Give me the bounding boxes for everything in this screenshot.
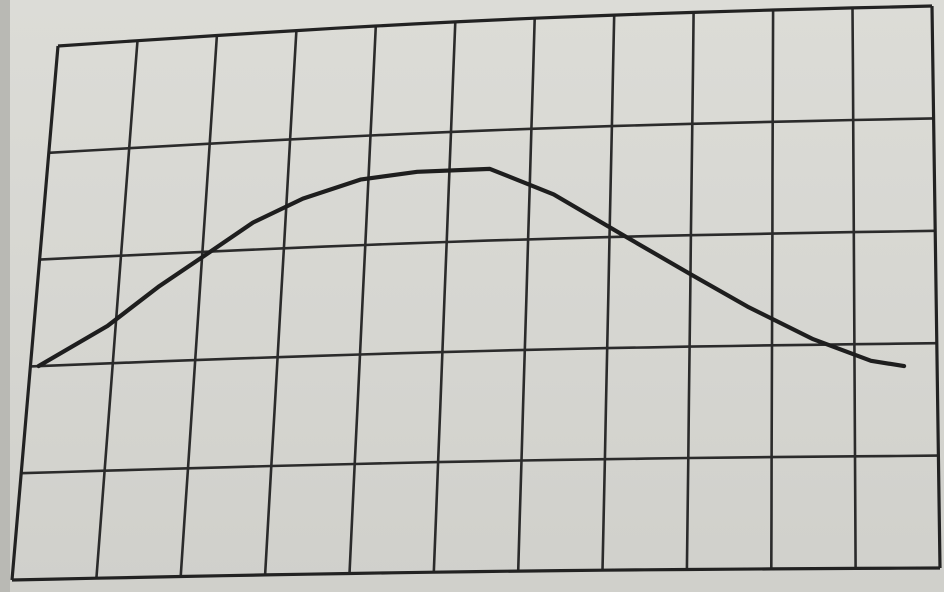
frame-bottom xyxy=(11,566,941,582)
chart-frame xyxy=(10,4,942,582)
grid-rows xyxy=(21,117,939,475)
page-edge-shadow xyxy=(0,0,10,592)
series-curve xyxy=(36,166,907,369)
grid-column-line xyxy=(263,30,298,575)
grid-column-line xyxy=(348,25,378,574)
grid-column-line xyxy=(179,35,219,577)
grid-row-line xyxy=(39,229,936,261)
grid-column-line xyxy=(769,9,775,569)
grid-row-line xyxy=(30,341,937,368)
grid-columns xyxy=(95,7,857,579)
grid-column-line xyxy=(95,40,139,579)
series-line-0 xyxy=(36,166,907,369)
frame-top xyxy=(57,4,933,48)
grid-column-line xyxy=(432,21,457,573)
grid-column-line xyxy=(685,12,695,570)
frame-right xyxy=(930,5,942,569)
grid-column-line xyxy=(516,18,536,572)
grid-column-line xyxy=(851,7,857,569)
frame-left xyxy=(10,45,60,581)
grid-row-line xyxy=(48,117,934,155)
grid-column-line xyxy=(601,15,616,571)
grid-row-line xyxy=(21,454,939,475)
